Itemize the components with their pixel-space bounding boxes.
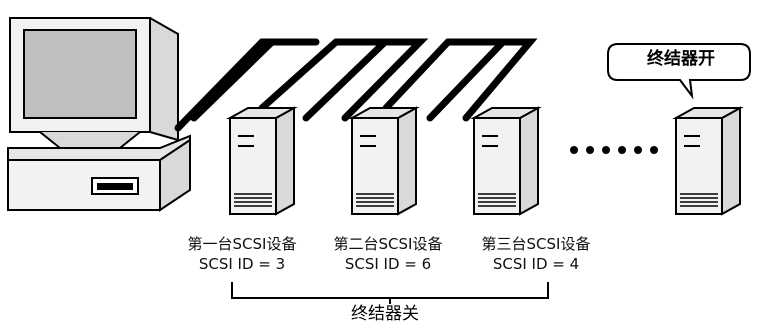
device-3-id: SCSI ID = 4 xyxy=(492,255,580,273)
tower-server-3-icon xyxy=(470,106,542,216)
device-2-name: 第二台SCSI设备 xyxy=(333,235,443,253)
scsi-cable xyxy=(174,38,538,132)
device-3-name: 第三台SCSI设备 xyxy=(481,235,591,253)
continuation-dots xyxy=(570,146,658,154)
device-3-label: 第三台SCSI设备 SCSI ID = 4 xyxy=(462,234,610,274)
tower-server-1-icon xyxy=(226,106,298,216)
tower-server-2-icon xyxy=(348,106,420,216)
computer-icon xyxy=(7,17,191,212)
terminator-on-callout xyxy=(607,43,751,100)
device-2-id: SCSI ID = 6 xyxy=(344,255,432,273)
device-1-id: SCSI ID = 3 xyxy=(198,255,286,273)
device-1-label: 第一台SCSI设备 SCSI ID = 3 xyxy=(168,234,316,274)
tower-server-end-icon xyxy=(672,106,744,216)
terminator-off-label: 终结器关 xyxy=(351,304,419,324)
callout-text: 终结器开 xyxy=(647,49,715,69)
device-1-name: 第一台SCSI设备 xyxy=(187,235,297,253)
terminator-off-bracket xyxy=(231,282,549,304)
device-2-label: 第二台SCSI设备 SCSI ID = 6 xyxy=(314,234,462,274)
